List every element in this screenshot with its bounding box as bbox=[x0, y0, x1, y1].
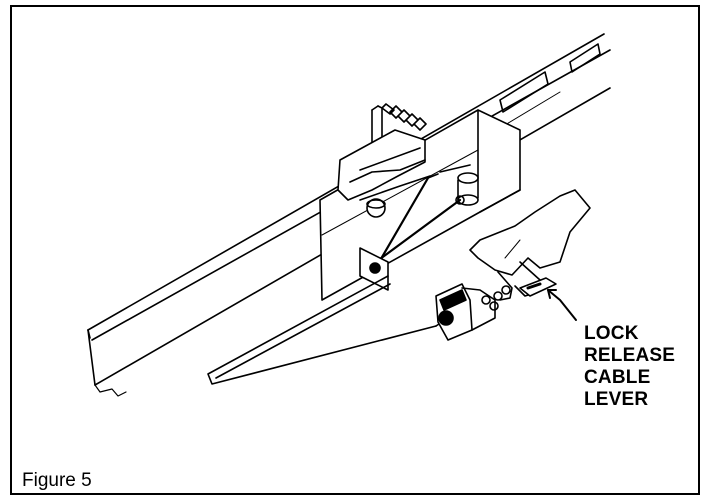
callout-leader bbox=[547, 289, 577, 321]
lock-latch bbox=[337, 129, 479, 218]
callout-line-3: CABLE bbox=[584, 367, 651, 388]
lock-release-lever bbox=[435, 277, 557, 341]
callout-line-4: LEVER bbox=[584, 389, 649, 410]
figure-caption: Figure 5 bbox=[22, 470, 92, 491]
callout-line-1: LOCK bbox=[584, 323, 639, 344]
linkage-rods bbox=[374, 173, 462, 266]
lock-release-cable-lever-label: LOCK RELEASE CABLE LEVER bbox=[584, 323, 675, 411]
callout-line-2: RELEASE bbox=[584, 345, 676, 366]
